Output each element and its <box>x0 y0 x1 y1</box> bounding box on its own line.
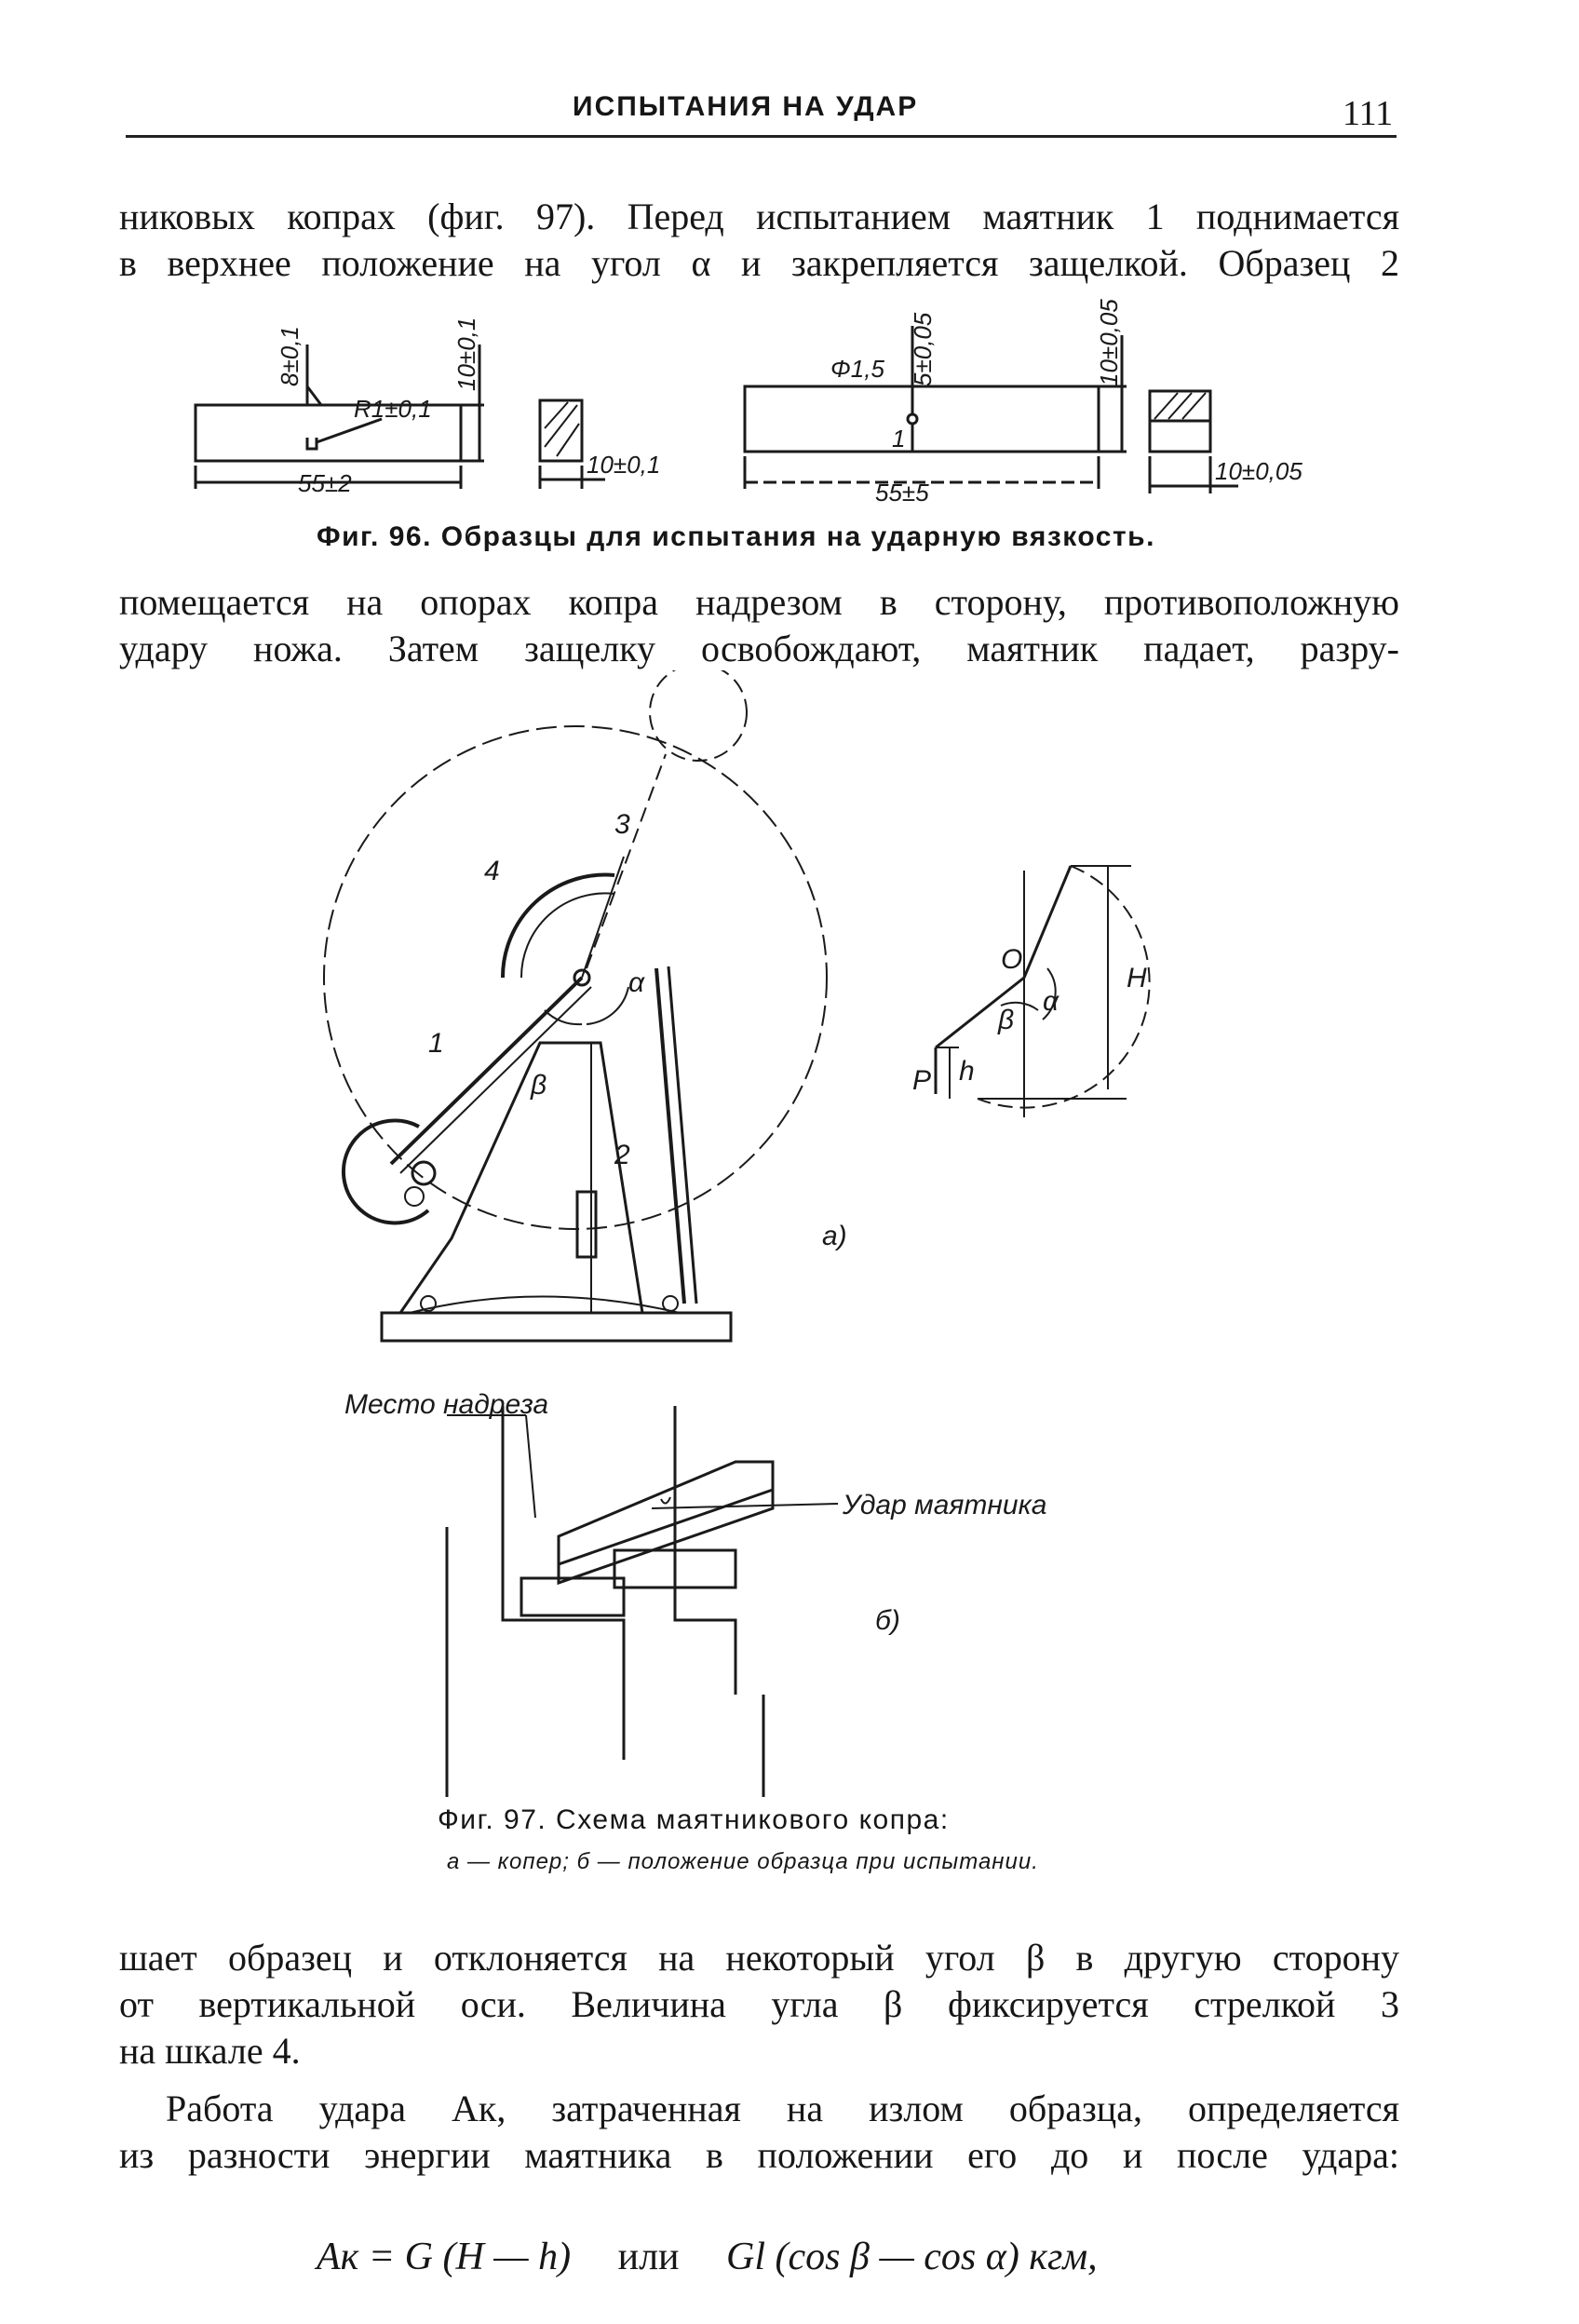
dim-height-right: 10±0,05 <box>1095 299 1123 386</box>
specimen-bar-right <box>743 385 1100 453</box>
fig97-caption: Фиг. 97. Схема маятникового копра: <box>438 1804 950 1835</box>
formula-left: Aк = G (H — h) <box>317 2236 572 2278</box>
label-beta-small: β <box>997 1005 1014 1035</box>
dim-small-1: 1 <box>892 425 905 453</box>
fig96-drawing: 8±0,1 10±0,1 R1±0,1 55±2 10±0,1 Φ1,5 5±0… <box>194 299 1302 507</box>
label-O: O <box>1001 944 1022 975</box>
raised-pendulum-head <box>649 670 748 762</box>
page-number: 111 <box>1343 94 1394 133</box>
label-alpha: α <box>628 967 645 998</box>
scale-arc <box>500 872 615 979</box>
paragraph-3: шает образец и отклоняется на некоторый … <box>119 1935 1399 2074</box>
left-anvil <box>520 1576 626 1617</box>
label-P: P <box>912 1065 931 1096</box>
label-part-a: а) <box>822 1221 847 1251</box>
paragraph-4: Работа удара Aк, затраченная на излом об… <box>119 2086 1399 2179</box>
dim-notch-depth: 8±0,1 <box>276 326 304 386</box>
label-pendulum-hit: Удар маятника <box>842 1490 1046 1520</box>
dim-depth-right: 5±0,05 <box>909 312 937 386</box>
section-left <box>538 399 584 463</box>
dim-width-right: 10±0,05 <box>1215 457 1302 485</box>
paragraph-2: помещается на опорах копра надрезом в ст… <box>119 579 1399 672</box>
right-anvil <box>613 1548 737 1589</box>
text-line: от вертикальной оси. Величина угла β фик… <box>119 1983 1399 2025</box>
text-line: помещается на опорах копра надрезом в ст… <box>119 581 1399 623</box>
label-H: H <box>1127 963 1147 993</box>
dim-length-right: 55±5 <box>875 479 929 507</box>
fig97b-drawing: Место надреза Удар маятника б) <box>344 1389 1046 1797</box>
notch-left <box>305 438 318 451</box>
label-3: 3 <box>614 809 630 840</box>
pivot <box>573 968 591 987</box>
text-line: Работа удара Aк, затраченная на излом об… <box>166 2088 1399 2129</box>
label-part-b: б) <box>875 1605 900 1636</box>
swing-circle <box>323 725 828 1230</box>
frame-body <box>398 1041 644 1315</box>
running-title: ИСПЫТАНИЯ НА УДАР <box>573 91 919 122</box>
formula-connector: или <box>617 2236 680 2278</box>
text-line: удару ножа. Затем защелку освобождают, м… <box>119 628 1399 669</box>
hole-right <box>906 412 919 426</box>
dim-hole-dia: Φ1,5 <box>830 355 884 383</box>
specimen-b <box>557 1460 775 1586</box>
pendulum-head <box>342 1118 430 1225</box>
pendulum-rod <box>389 976 584 1166</box>
text-line: на шкале 4. <box>119 2030 301 2072</box>
header-rule <box>126 135 1397 138</box>
formula-right: Gl (cos β — cos α) кгм, <box>726 2236 1098 2278</box>
label-h: h <box>959 1056 975 1087</box>
label-1: 1 <box>428 1028 444 1059</box>
label-alpha-small: α <box>1043 986 1059 1017</box>
dim-notch-radius: R1±0,1 <box>354 395 432 423</box>
fig97-subcaption: а — копер; б — положение образца при исп… <box>447 1849 1039 1874</box>
label-4: 4 <box>484 856 500 886</box>
dim-width-left: 10±0,1 <box>587 451 660 479</box>
specimen-bar-left <box>194 403 463 463</box>
fig97a-drawing: 3 4 1 2 α β O H h P α β а) <box>323 670 1151 1343</box>
dim-length-left: 55±2 <box>298 469 352 497</box>
base-plate <box>380 1311 733 1343</box>
fig96-caption: Фиг. 96. Образцы для испытания на ударну… <box>317 521 1155 552</box>
dim-height-left: 10±0,1 <box>452 318 480 391</box>
text-line: из разности энергии маятника в положении… <box>119 2134 1399 2176</box>
label-notch-place: Место надреза <box>344 1389 548 1420</box>
label-beta: β <box>530 1070 547 1101</box>
text-line: никовых копрах (фиг. 97). Перед испытани… <box>119 196 1399 237</box>
paragraph-1: никовых копрах (фиг. 97). Перед испытани… <box>119 194 1399 287</box>
label-2: 2 <box>614 1140 630 1170</box>
formula: Aк = G (H — h) или Gl (cos β — cos α) кг… <box>317 2235 1098 2279</box>
text-line: в верхнее положение на угол α и закрепля… <box>119 242 1399 284</box>
text-line: шает образец и отклоняется на некоторый … <box>119 1937 1399 1979</box>
